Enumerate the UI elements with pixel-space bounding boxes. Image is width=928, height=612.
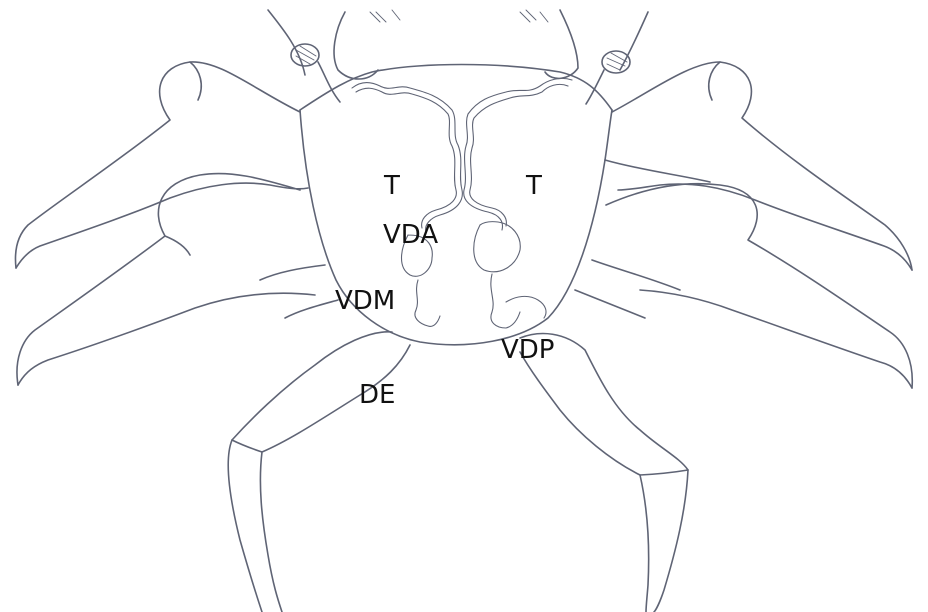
label-vda: VDA [383, 222, 438, 248]
label-vdp: VDP [501, 337, 555, 363]
label-t-right: T [526, 173, 542, 199]
label-t-left: T [384, 173, 400, 199]
left-legs [16, 62, 339, 385]
label-de: DE [359, 382, 395, 408]
lower-legs [228, 332, 688, 612]
label-vdm: VDM [335, 288, 395, 314]
front-claws [268, 10, 648, 104]
right-legs [575, 62, 912, 388]
